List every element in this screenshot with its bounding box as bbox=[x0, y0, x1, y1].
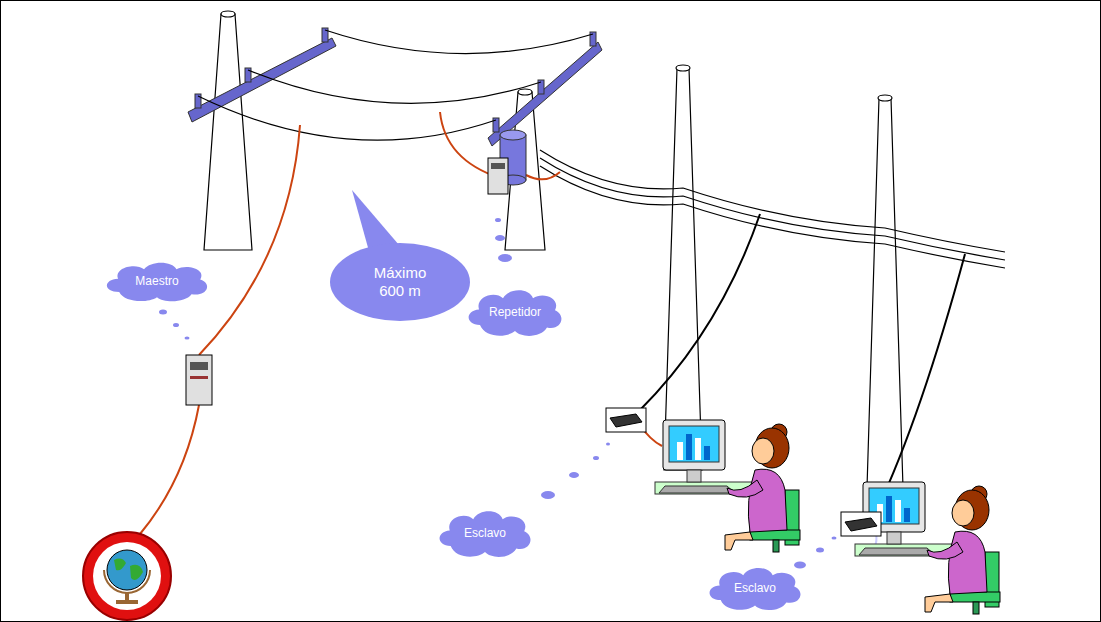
repeater-device bbox=[488, 130, 526, 194]
bubble-text: Esclavo bbox=[464, 526, 506, 540]
internet-globe bbox=[83, 532, 171, 620]
bubble-text: Repetidor bbox=[489, 305, 541, 319]
power-lines bbox=[198, 30, 1005, 268]
thought-dots bbox=[159, 190, 837, 569]
coupling-wires bbox=[140, 112, 662, 534]
master-device bbox=[186, 355, 212, 405]
bubble-text: Maestro bbox=[135, 274, 178, 288]
poles bbox=[204, 11, 904, 520]
slave-cloud: Esclavo bbox=[706, 564, 804, 612]
repeater-cloud: Repetidor bbox=[465, 286, 565, 338]
master-cloud: Maestro bbox=[103, 259, 211, 303]
slave-cloud: Esclavo bbox=[436, 507, 534, 559]
bubble-text: Máximo 600 m bbox=[364, 264, 436, 300]
bubble-text: Esclavo bbox=[734, 581, 776, 595]
distance-callout: Máximo 600 m bbox=[330, 243, 470, 321]
crossarms bbox=[188, 28, 602, 146]
